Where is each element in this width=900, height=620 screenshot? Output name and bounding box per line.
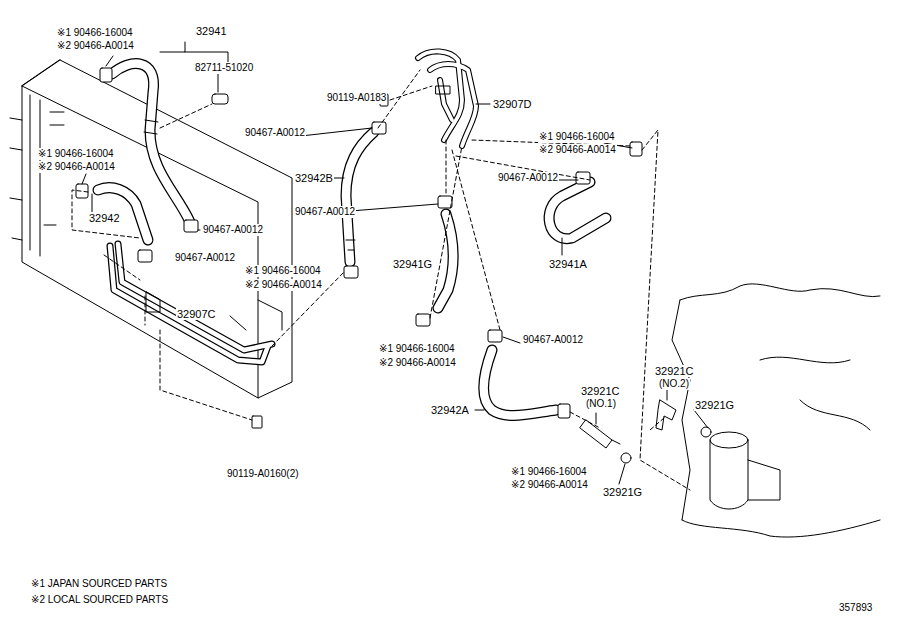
part-number: ※1 90466-16004 bbox=[37, 148, 115, 160]
callout-number: 32941 bbox=[195, 25, 228, 37]
callout-note: (NO.2) bbox=[658, 378, 690, 390]
callout-number: 32941G bbox=[392, 258, 433, 270]
footnote: ※2 LOCAL SOURCED PARTS bbox=[30, 594, 169, 606]
part-number: ※1 90466-16004 bbox=[56, 27, 134, 39]
part-number: ※2 90466-A0014 bbox=[538, 144, 617, 156]
callout-number: 32942 bbox=[88, 212, 121, 224]
part-number: 90119-A0160(2) bbox=[226, 468, 300, 480]
clamps bbox=[76, 68, 642, 428]
transmission bbox=[580, 284, 880, 537]
leader-lines bbox=[72, 70, 690, 490]
pipe-assembly bbox=[418, 51, 476, 146]
callout-number: 32921G bbox=[602, 486, 643, 498]
part-number: 90467-A0012 bbox=[497, 172, 559, 184]
callout-number: 32907D bbox=[492, 98, 533, 110]
part-number: 90467-A0012 bbox=[202, 224, 264, 236]
part-number: 90119-A0183 bbox=[326, 92, 387, 104]
label-leaders bbox=[82, 42, 708, 484]
callout-number: 32941A bbox=[548, 258, 588, 270]
part-number: 90467-A0012 bbox=[522, 334, 584, 346]
part-number: ※1 90466-16004 bbox=[378, 343, 456, 355]
part-number: 90467-A0012 bbox=[294, 206, 356, 218]
callout-number: 32942B bbox=[294, 172, 334, 184]
part-number: 90467-A0012 bbox=[244, 127, 306, 139]
footnote: ※1 JAPAN SOURCED PARTS bbox=[30, 578, 168, 590]
part-number: ※1 90466-16004 bbox=[244, 265, 322, 277]
part-number: ※2 90466-A0014 bbox=[510, 479, 589, 491]
hoses bbox=[98, 64, 606, 416]
cooler-pipe bbox=[110, 244, 272, 362]
part-number: ※1 90466-16004 bbox=[510, 466, 588, 478]
part-number: ※2 90466-A0014 bbox=[37, 161, 116, 173]
part-number: 82711-51020 bbox=[194, 62, 254, 74]
callout-number: 32907C bbox=[176, 308, 217, 320]
callout-number: 32921G bbox=[694, 399, 735, 411]
callout-number: 32921C bbox=[580, 385, 621, 397]
part-number: 90467-A0012 bbox=[174, 252, 236, 264]
callout-note: (NO.1) bbox=[585, 398, 617, 410]
radiator bbox=[10, 60, 292, 398]
part-number: ※1 90466-16004 bbox=[538, 131, 616, 143]
illustration-number: 357893 bbox=[838, 602, 873, 614]
callout-number: 32942A bbox=[430, 404, 470, 416]
part-number: ※2 90466-A0014 bbox=[56, 40, 135, 52]
part-number: ※2 90466-A0014 bbox=[378, 357, 457, 369]
callout-number: 32921C bbox=[654, 365, 695, 377]
part-number: ※2 90466-A0014 bbox=[244, 279, 323, 291]
